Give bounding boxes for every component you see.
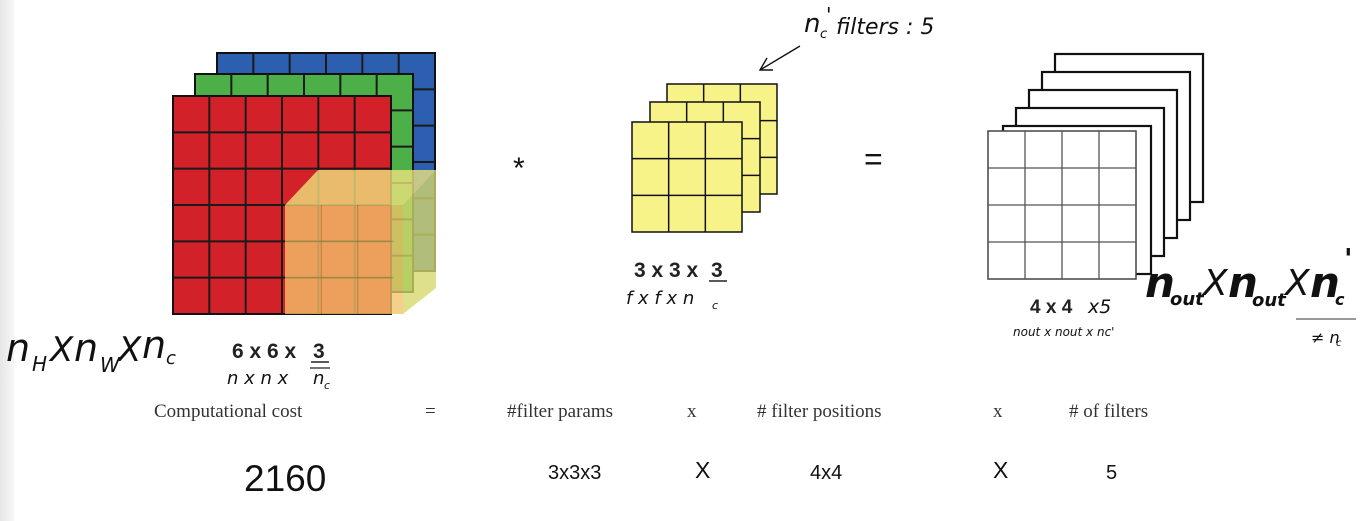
svg-text:X: X <box>1201 263 1229 304</box>
input-channel-label: 3 <box>313 340 325 363</box>
output-dims-label: 4 x 4 <box>1030 297 1073 318</box>
svg-text:n: n <box>1228 258 1258 307</box>
output-neq-note: ≠ n <box>1311 328 1340 347</box>
svg-text:c: c <box>166 348 176 369</box>
input-shape-note: n H X n W X n c <box>6 323 176 377</box>
svg-text:n: n <box>142 323 166 367</box>
svg-text:': ' <box>826 3 832 27</box>
cost-equals: = <box>425 401 436 422</box>
params-value: 3x3x3 <box>548 462 601 484</box>
filter-params-header: #filter params <box>507 401 613 422</box>
input-handwritten-channel-sub: c <box>324 379 330 392</box>
svg-text:X: X <box>48 330 74 370</box>
svg-text:filters : 5: filters : 5 <box>836 15 934 40</box>
svg-text:W: W <box>100 353 121 377</box>
svg-text:c: c <box>820 27 827 42</box>
output-volume <box>987 52 1205 280</box>
svg-text:out: out <box>1252 290 1287 311</box>
svg-text:n: n <box>6 326 30 370</box>
filter-handwritten-dims: f x f x n <box>626 288 694 309</box>
filter-dims-label: 3 x 3 x <box>634 259 699 282</box>
svg-text:n: n <box>1145 258 1175 307</box>
svg-text:n: n <box>804 9 820 39</box>
cost-label: Computational cost <box>154 401 303 422</box>
input-dims-label: 6 x 6 x <box>232 340 297 363</box>
cost-total-value: 2160 <box>244 458 326 499</box>
svg-text:c: c <box>1335 290 1345 309</box>
filter-volume <box>631 83 778 233</box>
svg-text:n: n <box>1310 258 1340 307</box>
svg-text:out: out <box>1170 289 1205 310</box>
svg-text:': ' <box>1344 242 1353 275</box>
svg-text:X: X <box>116 330 142 370</box>
times-header-1: x <box>687 401 697 422</box>
left-edge-strip <box>0 0 14 521</box>
cost-values-row: 2160 3x3x3 X 4x4 X 5 <box>244 457 1117 499</box>
filter-channel-label: 3 <box>711 259 723 282</box>
cost-header-row: Computational cost = #filter params x # … <box>154 401 1148 422</box>
positions-value: 4x4 <box>810 462 842 484</box>
receptive-field-cube <box>285 170 436 314</box>
equals-operator: = <box>864 141 883 177</box>
convolve-operator: * <box>513 152 525 185</box>
svg-text:X: X <box>1283 263 1311 304</box>
input-volume <box>172 52 436 315</box>
times-value-1: X <box>695 457 710 483</box>
input-handwritten-dims: n x n x <box>227 368 289 389</box>
svg-text:H: H <box>32 352 47 376</box>
num-filters-header: # of filters <box>1069 401 1148 422</box>
svg-text:n: n <box>74 326 98 370</box>
times-header-2: x <box>993 401 1003 422</box>
times-value-2: X <box>993 457 1008 483</box>
filter-positions-header: # filter positions <box>757 401 882 422</box>
output-shape-note: n out X n out X n c ' <box>1145 242 1353 311</box>
output-handwritten-depth: x5 <box>1087 296 1111 318</box>
output-handwritten-sub-note: nout x nout x nc' <box>1013 325 1114 339</box>
input-handwritten-channel: n <box>313 368 324 389</box>
output-neq-sub: c <box>1336 338 1342 349</box>
filter-count-note: n c ' filters : 5 <box>804 3 934 42</box>
filters-value: 5 <box>1106 462 1117 484</box>
arrow-icon <box>758 45 801 71</box>
filter-handwritten-sub: c <box>712 299 718 312</box>
